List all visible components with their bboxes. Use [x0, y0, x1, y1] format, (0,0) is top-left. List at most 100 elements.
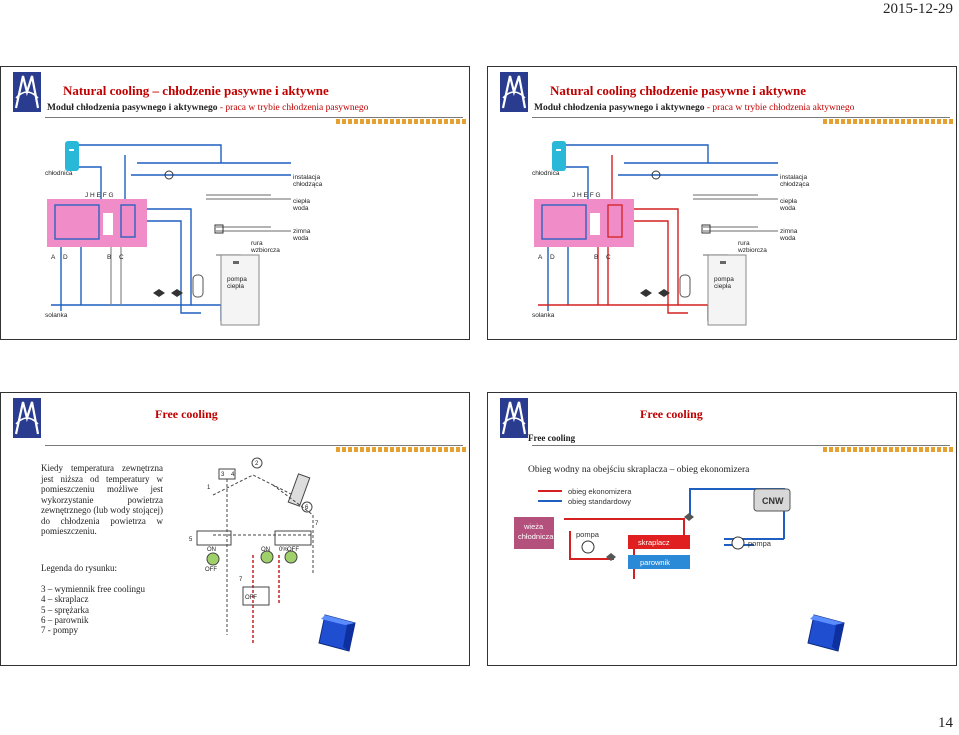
decorative-dashes [336, 119, 466, 124]
svg-text:obieg ekonomizera: obieg ekonomizera [568, 487, 632, 496]
svg-text:7: 7 [315, 521, 319, 527]
page-number: 14 [938, 715, 953, 731]
slide-passive-cooling: Natural cooling – chłodzenie pasywne i a… [0, 66, 470, 340]
heat-pump-box [220, 254, 260, 326]
svg-text:A: A [538, 254, 543, 261]
legend-item: 6 – parownik [41, 614, 89, 625]
svg-text:solanka: solanka [45, 312, 68, 319]
title-divider [45, 445, 463, 446]
legend-title: Legenda do rysunku: [41, 563, 117, 573]
svg-text:B: B [107, 254, 111, 261]
decorative-dashes [823, 119, 953, 124]
svg-text:chłodząca: chłodząca [293, 181, 323, 188]
svg-text:wieża: wieża [523, 522, 544, 531]
svg-text:6: 6 [305, 505, 309, 511]
heat-pump-box [707, 254, 747, 326]
svg-text:zimna: zimna [780, 228, 798, 235]
svg-text:woda: woda [779, 205, 796, 212]
cooling-tower [514, 517, 554, 549]
svg-text:solanka: solanka [532, 312, 555, 319]
legend-item: 4 – skraplacz [41, 594, 89, 605]
svg-text:wzbiorcza: wzbiorcza [250, 247, 280, 254]
svg-text:J H E F G: J H E F G [85, 192, 114, 199]
svg-text:C: C [119, 254, 124, 261]
svg-text:OFF: OFF [287, 547, 299, 553]
slide-free-cooling-explanation: Free cooling Kiedy temperatura zewnętrzn… [0, 392, 470, 666]
passive-cooling-diagram: chłodnica instalacja chłodząca ciepła wo… [45, 141, 323, 326]
svg-text:rura: rura [738, 240, 750, 247]
svg-text:chłodnicza: chłodnicza [518, 532, 554, 541]
legend-list: 3 – wymiennik free coolingu 4 – skraplac… [41, 584, 145, 635]
svg-text:rura: rura [251, 240, 263, 247]
slide-free-cooling-economizer: Free cooling Free cooling Obieg wodny na… [487, 392, 957, 666]
svg-text:CNW: CNW [762, 496, 784, 506]
cooling-module [534, 199, 634, 247]
free-cooling-description: Kiedy temperatura zewnętrzna jest niższa… [41, 463, 163, 536]
svg-text:chłodząca: chłodząca [780, 181, 810, 188]
title-divider [532, 445, 950, 446]
page-date: 2015-12-29 [883, 1, 953, 17]
cnw-unit [753, 488, 791, 512]
logo-icon [13, 398, 41, 438]
cooler-tank [552, 141, 566, 171]
svg-text:ciepła: ciepła [293, 198, 310, 205]
title-divider [45, 117, 463, 118]
decorative-dashes [823, 447, 953, 452]
cooler-tank [65, 141, 79, 171]
legend-item: 3 – wymiennik free coolingu [41, 584, 145, 594]
svg-text:woda: woda [779, 235, 796, 242]
condenser-box [628, 535, 690, 549]
svg-text:obieg standardowy: obieg standardowy [568, 497, 631, 506]
logo-icon [500, 72, 528, 112]
evaporator-box [628, 555, 690, 569]
slide-title: Natural cooling – chłodzenie pasywne i a… [63, 83, 329, 98]
svg-text:OFF: OFF [245, 595, 257, 601]
svg-text:D: D [550, 254, 555, 261]
cube-icon [318, 614, 356, 652]
decorative-dashes [336, 447, 466, 452]
small-heading: Free cooling [528, 433, 576, 443]
svg-text:pompa: pompa [714, 276, 734, 283]
svg-text:chłodnica: chłodnica [532, 170, 560, 177]
svg-text:4: 4 [231, 472, 235, 478]
svg-text:instalacja: instalacja [293, 174, 320, 181]
svg-text:ciepła: ciepła [714, 283, 731, 290]
svg-text:ON: ON [207, 547, 216, 553]
slide-active-cooling: Natural cooling chłodzenie pasywne i akt… [487, 66, 957, 340]
svg-text:2: 2 [255, 461, 259, 467]
logo-icon [13, 72, 41, 112]
svg-text:ciepła: ciepła [227, 283, 244, 290]
logo-icon [500, 398, 528, 438]
svg-text:D: D [63, 254, 68, 261]
svg-text:instalacja: instalacja [780, 174, 807, 181]
svg-text:pompa: pompa [748, 539, 772, 548]
svg-text:pompa: pompa [227, 276, 247, 283]
svg-text:3: 3 [221, 472, 225, 478]
svg-text:5: 5 [189, 537, 193, 543]
slide-title: Free cooling [155, 407, 218, 421]
svg-text:skraplacz: skraplacz [638, 538, 670, 547]
svg-text:ON: ON [261, 547, 270, 553]
svg-text:C: C [606, 254, 611, 261]
cube-icon [807, 614, 845, 652]
svg-text:A: A [51, 254, 56, 261]
free-cooling-diagram: 3 4 2 1 5 6 7 7 ON 0% OFF ON OFF OFF [189, 457, 319, 645]
svg-text:B: B [594, 254, 598, 261]
svg-text:7: 7 [239, 577, 243, 583]
title-divider [532, 117, 950, 118]
svg-text:pompa: pompa [576, 530, 600, 539]
svg-text:1: 1 [207, 485, 211, 491]
cooling-module [47, 199, 147, 247]
economizer-diagram: obieg ekonomizera obieg standardowy wież… [514, 487, 791, 579]
slide-subtitle: Moduł chłodzenia pasywnego i aktywnego -… [534, 103, 855, 113]
svg-text:wzbiorcza: wzbiorcza [737, 247, 767, 254]
slide-subtitle: Moduł chłodzenia pasywnego i aktywnego -… [47, 103, 369, 113]
slide-title: Free cooling [640, 407, 703, 421]
legend-item: 5 – sprężarka [41, 604, 89, 615]
svg-text:chłodnica: chłodnica [45, 170, 73, 177]
svg-text:parownik: parownik [640, 558, 670, 567]
svg-text:OFF: OFF [205, 567, 217, 573]
svg-text:woda: woda [292, 205, 309, 212]
svg-text:zimna: zimna [293, 228, 311, 235]
svg-text:ciepła: ciepła [780, 198, 797, 205]
